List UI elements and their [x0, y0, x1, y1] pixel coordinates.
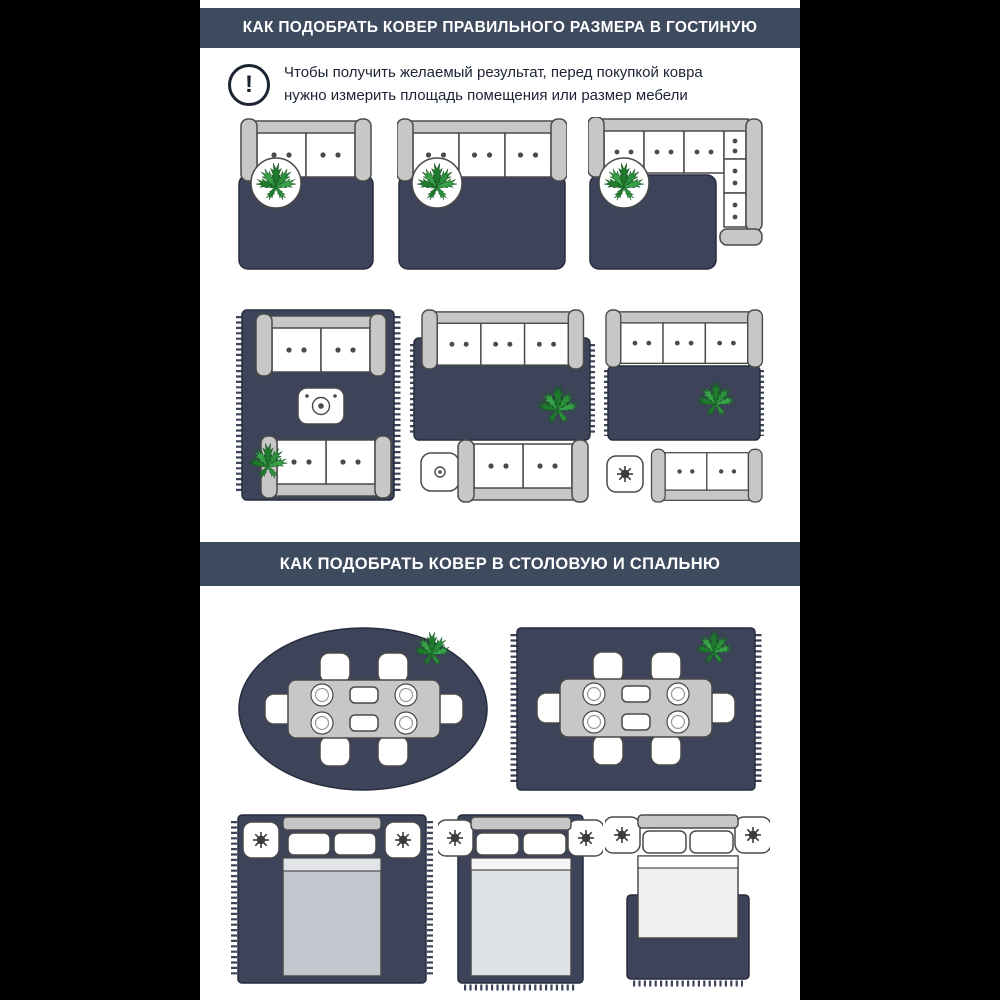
nightstand-icon [384, 821, 422, 859]
coffee-table-icon [297, 387, 345, 425]
serving-dish-icon [349, 686, 379, 704]
plate-icon [582, 710, 606, 734]
sofa-icon [255, 313, 387, 377]
infographic-page: КАК ПОДОБРАТЬ КОВЕР ПРАВИЛЬНОГО РАЗМЕРА … [200, 0, 800, 1000]
rug [607, 365, 761, 441]
bed-icon [469, 816, 572, 977]
diagram-bed-medium-rug [435, 811, 605, 1000]
living-room-banner: КАК ПОДОБРАТЬ КОВЕР ПРАВИЛЬНОГО РАЗМЕРА … [200, 8, 800, 48]
chair-icon [650, 734, 682, 766]
chair-icon [377, 735, 409, 767]
note-text: Чтобы получить желаемый результат, перед… [284, 64, 703, 104]
measurement-note: ! Чтобы получить желаемый результат, пер… [200, 48, 800, 107]
diagram-sofas-medium-rug [408, 308, 596, 508]
living-diagrams-row1 [200, 107, 800, 282]
chair-icon [650, 651, 682, 683]
serving-dish-icon [349, 714, 379, 732]
plate-icon [310, 683, 334, 707]
plate-icon [394, 683, 418, 707]
sofa-icon [605, 309, 764, 368]
exclamation-icon: ! [228, 63, 270, 106]
serving-dish-icon [621, 713, 651, 731]
chair-icon [592, 734, 624, 766]
dining-bedroom-banner: КАК ПОДОБРАТЬ КОВЕР В СТОЛОВУЮ И СПАЛЬНЮ [200, 542, 800, 586]
dining-banner-title: КАК ПОДОБРАТЬ КОВЕР В СТОЛОВУЮ И СПАЛЬНЮ [279, 554, 721, 573]
chair-icon [319, 652, 351, 684]
chair-icon [592, 651, 624, 683]
bed-icon [282, 816, 382, 977]
diagram-dining-rect-rug [509, 624, 764, 799]
sofa-icon [421, 309, 585, 370]
diagram-bed-large-rug [230, 811, 435, 1000]
side-table-icon [606, 455, 644, 493]
nightstand-icon [734, 816, 772, 854]
side-table-icon [420, 452, 460, 492]
nightstand-icon [242, 821, 280, 859]
diagram-sofas-small-rug [602, 308, 766, 508]
sofa-icon [260, 435, 392, 499]
plate-icon [394, 711, 418, 735]
bedroom-diagrams-row [200, 799, 800, 1000]
diagram-two-sofas-large-rug [235, 308, 401, 508]
plate-icon [666, 682, 690, 706]
sofa-icon [650, 448, 763, 503]
chair-icon [377, 652, 409, 684]
living-banner-title: КАК ПОДОБРАТЬ КОВЕР ПРАВИЛЬНОГО РАЗМЕРА … [242, 19, 758, 36]
diagram-sofa-small-rug [236, 117, 376, 282]
nightstand-icon [603, 816, 641, 854]
plate-icon [666, 710, 690, 734]
serving-dish-icon [621, 685, 651, 703]
corner-sofa-icon [587, 116, 763, 246]
sofa-icon [457, 439, 589, 503]
dining-diagrams-row [200, 586, 800, 799]
nightstand-icon [435, 819, 474, 857]
diagram-corner-sofa-rug [587, 116, 764, 282]
diagram-bed-foot-rug [603, 811, 772, 1000]
living-diagrams-row2 [200, 282, 800, 508]
chair-icon [319, 735, 351, 767]
plate-icon [582, 682, 606, 706]
bed-icon [637, 814, 739, 939]
diagram-sofa-wide-rug [396, 117, 568, 282]
plate-icon [310, 711, 334, 735]
diagram-dining-oval-rug [236, 624, 491, 799]
exclamation-mark: ! [245, 70, 253, 98]
nightstand-icon [566, 819, 605, 857]
